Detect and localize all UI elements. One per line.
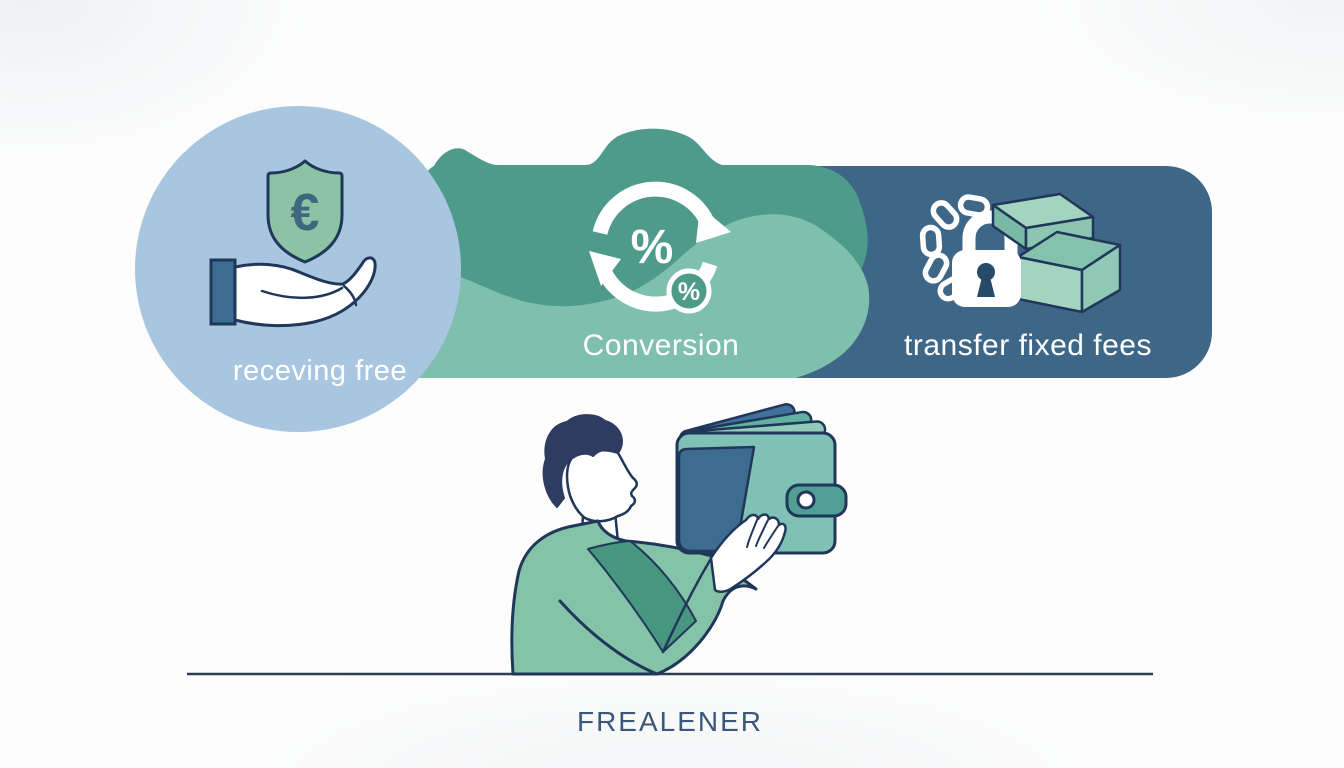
hand-cuff xyxy=(209,258,237,326)
cycle-arrowhead-bottom xyxy=(589,251,621,286)
conversion-label: Conversion xyxy=(582,329,740,362)
hair xyxy=(542,414,623,508)
euro-glyph: € xyxy=(291,184,320,242)
percent-small-glyph: % xyxy=(678,278,700,306)
lock-keyhole xyxy=(977,263,995,297)
wallet-snap-button xyxy=(796,490,816,510)
open-palm xyxy=(233,256,377,328)
percent-badge xyxy=(666,268,712,314)
percent-large-glyph: % xyxy=(631,221,674,274)
parcel-cube xyxy=(1016,230,1122,314)
face xyxy=(565,449,638,523)
receiving-circle: € xyxy=(135,106,461,432)
shield-euro-icon: € xyxy=(266,159,344,264)
wallet-strap xyxy=(785,483,848,518)
chest-seam xyxy=(558,599,659,676)
wallet-illustration xyxy=(675,403,848,555)
underarm-shadow xyxy=(587,540,697,653)
percent-cycle-icon: % % xyxy=(589,181,731,314)
cycle-arrowhead-top xyxy=(696,206,731,243)
receiving-circle-bg xyxy=(135,106,461,432)
transfer-fees-label: transfer fixed fees xyxy=(904,329,1152,362)
conversion-wave-light xyxy=(370,214,870,378)
lock-chain-parcels-icon xyxy=(919,192,1122,314)
person-figure xyxy=(510,403,848,676)
giving-hand-icon xyxy=(209,256,377,328)
gripping-hand xyxy=(709,513,787,593)
receiving-fee-label: receving free xyxy=(232,355,408,387)
wallet-front-flap xyxy=(677,445,756,553)
caption-text: FREALENER xyxy=(576,706,764,737)
chain-links xyxy=(919,194,991,302)
sleeve-edge xyxy=(661,555,714,654)
